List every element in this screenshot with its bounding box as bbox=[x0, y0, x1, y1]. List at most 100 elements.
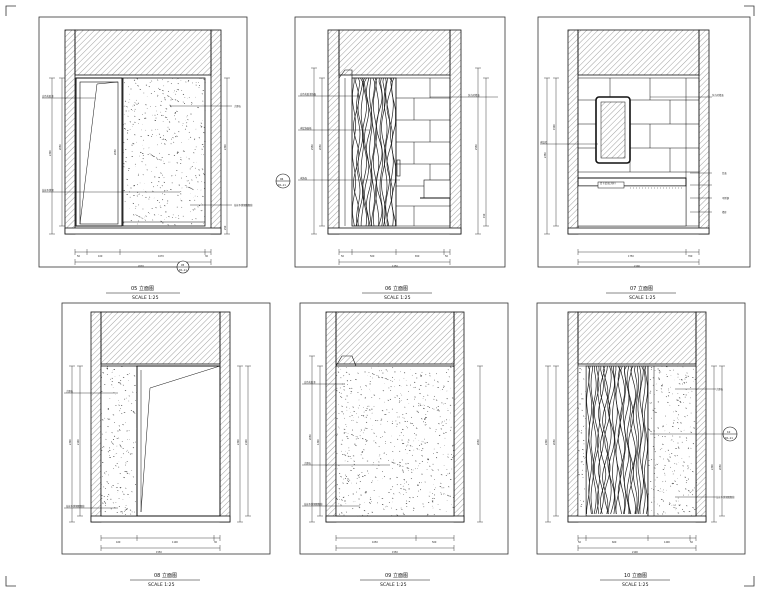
leaders-left bbox=[42, 97, 180, 193]
dim-total: 1550 bbox=[392, 551, 398, 554]
view-frame bbox=[294, 16, 506, 268]
dim-left-vertical bbox=[311, 67, 325, 235]
sheet-corner-marks bbox=[5, 5, 755, 587]
view-scale: SCALE 1:25 bbox=[132, 295, 159, 301]
marble-speckle bbox=[336, 365, 455, 517]
wood-grain-line bbox=[598, 365, 604, 515]
wood-grain-line bbox=[626, 365, 631, 515]
wood-grain-line bbox=[619, 365, 625, 515]
wood-grain-line bbox=[365, 77, 372, 227]
dim-bottom-1: 500 bbox=[432, 541, 437, 544]
svg-text:10: 10 bbox=[727, 430, 731, 434]
dim-right-inner-text: 2100 bbox=[245, 439, 248, 445]
marble-panel bbox=[100, 365, 138, 517]
dim-right-inner-text: 150 bbox=[483, 213, 486, 218]
dim-left-text: 2300 bbox=[545, 439, 548, 445]
wall-section-left-hatch bbox=[91, 312, 101, 522]
dim-bottom-2: 30 bbox=[214, 541, 217, 544]
counter-text: 台下盆(见大样) bbox=[600, 181, 616, 185]
wood-grain-line bbox=[371, 77, 375, 227]
wall-section-right-hatch bbox=[696, 312, 706, 522]
dim-right-text: 2300 bbox=[224, 144, 227, 150]
dim-left-inner-text: 2050 bbox=[553, 439, 556, 445]
dim-right-text: 2550 bbox=[475, 144, 478, 150]
dim-center-text: 2050 bbox=[114, 149, 117, 155]
view-title: 10 立面图 bbox=[624, 572, 647, 579]
wood-grain-line bbox=[375, 77, 380, 227]
view-title: 07 立面图 bbox=[630, 285, 653, 292]
label-right-2: 拉丝不锈钢踢脚线 bbox=[716, 495, 735, 499]
view-frame bbox=[537, 16, 751, 268]
wood-grain-line bbox=[615, 365, 621, 515]
label-left-3: 木饰面 bbox=[300, 176, 308, 180]
dim-right-text: 2300 bbox=[237, 439, 240, 445]
dim-bottom-0: 50 bbox=[77, 255, 80, 258]
leaders-left bbox=[298, 95, 400, 181]
wood-grain-line bbox=[600, 365, 607, 515]
dim-left-inner-text: 1500 bbox=[553, 124, 556, 130]
label-right-2: 台面 bbox=[722, 171, 727, 175]
wood-grain-line bbox=[602, 365, 609, 515]
leaders-right bbox=[170, 105, 232, 206]
wall-section-left-hatch bbox=[326, 312, 336, 522]
ceiling-bulkhead-detail bbox=[338, 69, 353, 79]
floor-slab bbox=[327, 227, 462, 235]
wall-section-left-hatch bbox=[65, 30, 75, 234]
svg-text:05: 05 bbox=[181, 263, 185, 267]
tile-wall-grid bbox=[395, 77, 451, 227]
label-left-3: 拉丝不锈钢踢脚线 bbox=[304, 502, 323, 506]
wood-grain-line bbox=[592, 365, 597, 515]
door-handle bbox=[396, 159, 401, 177]
leaders-left bbox=[64, 392, 118, 509]
label-left-1: 白色乳胶漆 bbox=[42, 94, 54, 98]
wood-grain-line bbox=[590, 366, 595, 515]
dim-right-vertical bbox=[224, 77, 230, 235]
dim-bottom-3: 30 bbox=[205, 255, 208, 258]
wood-grain-line bbox=[352, 77, 357, 227]
wood-grain-line bbox=[376, 77, 383, 227]
leaders-right bbox=[650, 96, 712, 213]
elevation-view-06: 白色乳胶漆饰面 木纹饰面板 木饰面 仿古砖墙面 2550 2050 2550 1… bbox=[275, 16, 506, 301]
dim-left-vertical bbox=[309, 355, 323, 523]
label-right-3: 不锈钢 bbox=[722, 196, 730, 200]
dim-bottom-0: 50 bbox=[578, 541, 581, 544]
dim-total: 2070 bbox=[138, 265, 144, 268]
wood-grain-line bbox=[356, 77, 361, 227]
label-left-2: 大理石 bbox=[304, 461, 312, 465]
dim-left-vertical bbox=[544, 77, 559, 235]
view-scale: SCALE 1:25 bbox=[622, 582, 649, 588]
dim-bottom-2: 1400 bbox=[664, 541, 670, 544]
label-left-1: 白色乳胶漆 bbox=[304, 380, 316, 384]
dim-left-inner-text: 2100 bbox=[77, 439, 80, 445]
sink-basin bbox=[597, 181, 625, 189]
dim-total: 1250 bbox=[392, 265, 398, 268]
door-frame bbox=[75, 77, 123, 227]
svg-text:D1-11: D1-11 bbox=[179, 268, 187, 272]
wood-grain-line bbox=[617, 365, 623, 515]
label-right-2: 拉丝不锈钢踢脚线 bbox=[234, 203, 253, 207]
ceiling-bulkhead-detail bbox=[335, 355, 357, 367]
vanity-counter bbox=[577, 177, 687, 187]
wood-grain-line bbox=[635, 365, 639, 515]
label-left-1: 大理石 bbox=[66, 389, 74, 393]
dim-bottom bbox=[577, 249, 700, 265]
dim-left-inner-text: 1300 bbox=[317, 439, 320, 445]
dim-bottom-0: 1750 bbox=[628, 255, 634, 258]
wood-grain-line bbox=[383, 77, 388, 227]
elevation-view-08: 大理石 拉丝不锈钢踢脚线 2300 2100 2300 2100 420 110… bbox=[61, 302, 271, 588]
dim-right-text: 2050 bbox=[477, 439, 480, 445]
dim-total: 2100 bbox=[634, 265, 640, 268]
dim-bottom-2: 1070 bbox=[158, 255, 164, 258]
label-right-1: 大理石 bbox=[716, 387, 724, 391]
dim-bottom-0: 1050 bbox=[372, 541, 378, 544]
marble-panel bbox=[335, 365, 455, 517]
label-left-2: 拉丝不锈钢踢脚线 bbox=[66, 504, 85, 508]
view-scale: SCALE 1:25 bbox=[148, 582, 175, 588]
dim-right-text: 2300 bbox=[711, 464, 714, 470]
wood-grain-line bbox=[630, 365, 636, 515]
wood-grain-line bbox=[372, 77, 378, 227]
elevation-view-05: 白色乳胶漆 拉丝不锈钢 大理石 拉丝不锈钢踢脚线 2300 2050 2050 … bbox=[38, 16, 253, 301]
dim-bottom-0: 420 bbox=[116, 541, 121, 544]
floor-slab bbox=[325, 515, 465, 523]
